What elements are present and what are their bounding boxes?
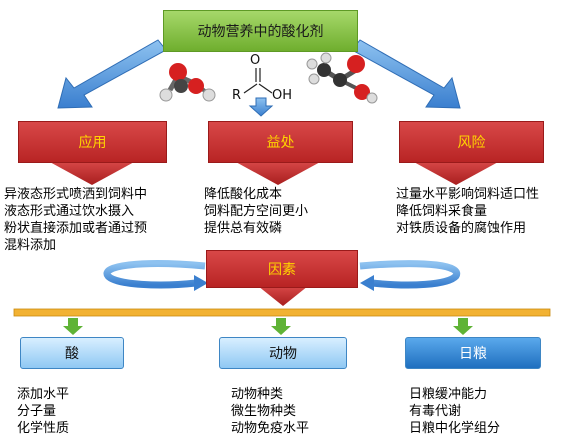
list-item: 液态形式通过饮水摄入 — [4, 204, 135, 219]
arrow-left-diagonal — [57, 39, 167, 109]
list-item: 微生物种类 — [231, 404, 297, 419]
formula-r-group: R — [232, 88, 242, 103]
arrow-right-diagonal — [351, 39, 461, 109]
list-item: 日粮中化学组分 — [409, 421, 501, 436]
arrow-center-down — [248, 97, 274, 117]
heading-benefit: 益处 — [208, 121, 353, 163]
list-item: 动物免疫水平 — [231, 421, 310, 436]
acid-factor-list: 添加水平 分子量 化学性质 — [17, 386, 69, 437]
list-item: 提供总有效磷 — [204, 221, 283, 236]
list-item: 有毒代谢 — [409, 404, 462, 419]
molecule-right-icon — [306, 52, 378, 104]
carboxylic-formula-icon — [243, 68, 273, 94]
list-item: 降低酸化成本 — [204, 187, 283, 202]
application-list: 异液态形式喷洒到饲料中 液态形式通过饮水摄入 粉状直接添加或者通过预 混料添加 — [4, 186, 147, 254]
risk-list: 过量水平影响饲料适口性 降低饲料采食量 对铁质设备的腐蚀作用 — [396, 186, 539, 237]
green-arrow-animal-icon — [271, 318, 291, 335]
green-arrow-acid-icon — [63, 318, 83, 335]
cycle-arrow-right-head-icon — [360, 275, 374, 291]
heading-application: 应用 — [18, 121, 167, 163]
red-arrow-benefit — [234, 161, 322, 185]
list-item: 粉状直接添加或者通过预 — [4, 221, 148, 236]
list-item: 异液态形式喷洒到饲料中 — [4, 187, 148, 202]
red-arrow-factors — [258, 286, 308, 306]
red-arrow-risk — [412, 161, 500, 185]
heading-risk: 风险 — [399, 121, 544, 163]
green-arrow-diet-icon — [453, 318, 473, 335]
formula-oxygen: O — [250, 53, 261, 68]
cycle-arrow-right-icon — [359, 260, 461, 289]
diagram-title: 动物营养中的酸化剂 — [163, 10, 358, 52]
heading-factors: 因素 — [206, 250, 358, 288]
list-item: 饲料配方空间更小 — [204, 204, 309, 219]
list-item: 对铁质设备的腐蚀作用 — [396, 221, 527, 236]
animal-factor-list: 动物种类 微生物种类 动物免疫水平 — [231, 386, 309, 437]
list-item: 过量水平影响饲料适口性 — [396, 187, 540, 202]
molecule-left-icon — [159, 63, 216, 102]
list-item: 化学性质 — [17, 421, 70, 436]
factor-diet-box: 日粮 — [405, 337, 541, 369]
benefit-list: 降低酸化成本 饲料配方空间更小 提供总有效磷 — [204, 186, 308, 237]
factor-acid-box: 酸 — [20, 337, 124, 369]
red-arrow-application — [48, 161, 136, 185]
list-item: 混料添加 — [4, 238, 57, 253]
factor-animal-box: 动物 — [219, 337, 347, 369]
orange-divider-bar — [13, 308, 551, 317]
list-item: 添加水平 — [17, 387, 70, 402]
cycle-arrow-left-head-icon — [194, 275, 208, 291]
list-item: 分子量 — [17, 404, 57, 419]
list-item: 降低饲料采食量 — [396, 204, 488, 219]
list-item: 日粮缓冲能力 — [409, 387, 488, 402]
cycle-arrow-left-icon — [103, 260, 206, 289]
diet-factor-list: 日粮缓冲能力 有毒代谢 日粮中化学组分 — [409, 386, 500, 437]
formula-hydroxyl: OH — [272, 88, 293, 103]
list-item: 动物种类 — [231, 387, 284, 402]
